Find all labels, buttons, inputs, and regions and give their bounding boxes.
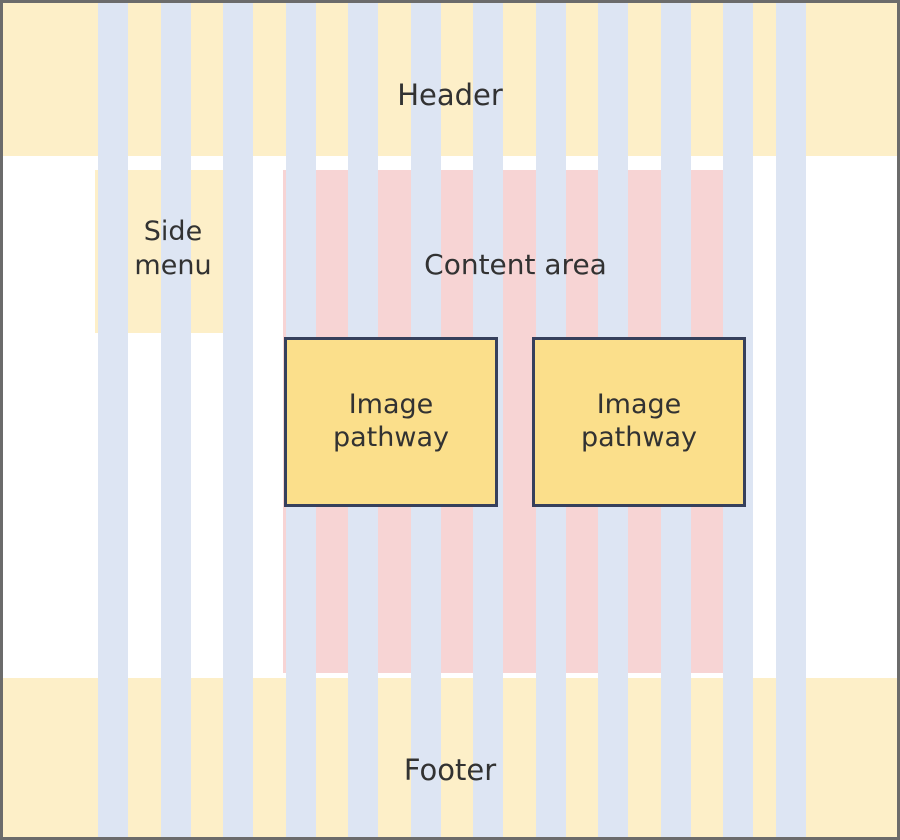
footer-label: Footer	[403, 753, 497, 787]
header-label: Header	[397, 78, 503, 112]
content-area-label: Content area	[424, 248, 607, 281]
region-label-layer: Header Side menu Content area Footer	[3, 3, 897, 837]
pathway-box-layer: Image pathway Image pathway	[3, 3, 897, 837]
side-menu-label: Side menu	[134, 216, 212, 281]
